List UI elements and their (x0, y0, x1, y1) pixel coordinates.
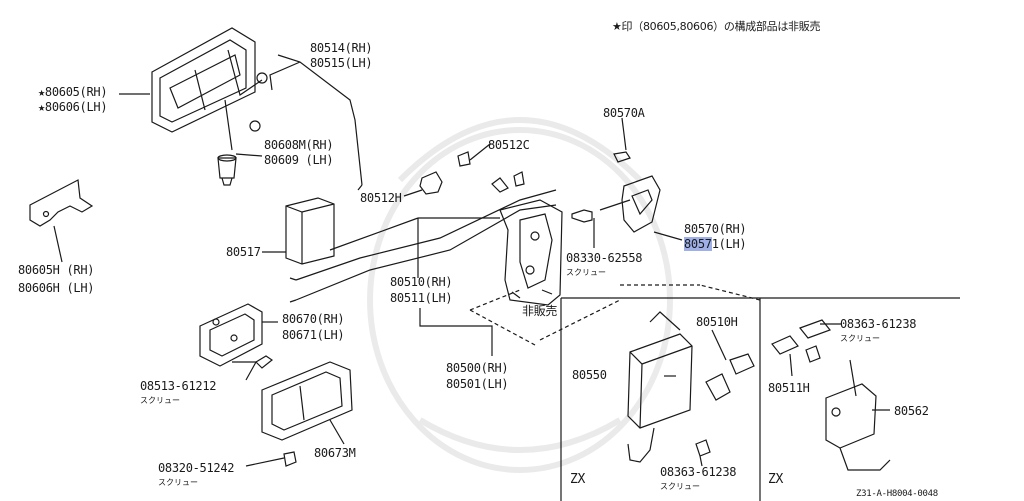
label-80515: 80515(LH) (310, 56, 373, 70)
solenoid-80562 (825, 359, 891, 471)
door-lock (499, 199, 563, 306)
label-80608m: 80608M(RH) (264, 138, 334, 152)
nut (249, 120, 261, 132)
label-80514: 80514(RH) (310, 41, 373, 55)
label-80571: 80571(LH) (684, 237, 747, 251)
screw-08513 (255, 355, 274, 369)
label-zx-right: ZX (768, 472, 784, 487)
label-80500: 80500(RH) (446, 361, 509, 375)
label-hihanbai: 非販売 (522, 304, 558, 318)
actuator-80550 (627, 311, 693, 463)
label-08513: 08513-61212 (140, 379, 217, 393)
label-80570a: 80570A (603, 106, 645, 120)
label-80673m: 80673M (314, 446, 356, 460)
escutcheon-80673m (261, 361, 353, 441)
screw-08363-lower (695, 439, 711, 457)
pad-80517 (285, 197, 335, 265)
clip-80512c (457, 151, 471, 167)
label-08363b: 08363-61238 (660, 465, 737, 479)
note-non-sale: ★印（80605,80606）の構成部品は非販売 (612, 20, 821, 33)
connector-80511h (771, 319, 831, 355)
label-80606: ★80606(LH) (38, 100, 108, 114)
connector-80510h (705, 353, 755, 401)
rod-80510 (295, 189, 557, 281)
screw-80570a (613, 151, 631, 163)
clip-80512h (419, 171, 443, 195)
label-08320-sub: スクリュー (158, 478, 198, 487)
screw-08363-upper (805, 345, 821, 363)
label-08363a-sub: スクリュー (840, 334, 880, 343)
label-80671: 80671(LH) (282, 328, 345, 342)
screw-08320 (283, 451, 297, 467)
label-08330-sub: スクリュー (566, 268, 606, 277)
rod-80514 (277, 54, 363, 186)
striker-80570 (599, 175, 661, 233)
label-80511: 80511(LH) (390, 291, 453, 305)
label-80606h: 80606H (LH) (18, 281, 95, 295)
label-80512c: 80512C (488, 138, 530, 152)
label-08330: 08330-62558 (566, 251, 643, 265)
label-80512h: 80512H (360, 191, 402, 205)
label-80501: 80501(LH) (446, 377, 509, 391)
label-80510: 80510(RH) (390, 275, 453, 289)
label-08363b-sub: スクリュー (660, 482, 700, 491)
outside-handle (151, 27, 268, 151)
label-80562: 80562 (894, 404, 929, 418)
inside-handle-80670 (199, 303, 263, 367)
label-80550: 80550 (572, 368, 607, 382)
label-80517: 80517 (226, 245, 261, 259)
label-zx-left: ZX (570, 472, 586, 487)
label-80571-highlight: 8057 (684, 237, 712, 251)
label-80670: 80670(RH) (282, 312, 345, 326)
screw-08330 (571, 209, 593, 223)
label-80605h: 80605H (RH) (18, 263, 95, 277)
label-08513-sub: スクリュー (140, 396, 180, 405)
label-80510h: 80510H (696, 315, 738, 329)
bracket-80605h (29, 179, 94, 227)
label-80571-suffix: 1(LH) (711, 237, 747, 251)
reference-code: Z31-A-H8004-0048 (856, 489, 938, 499)
label-08320: 08320-51242 (158, 461, 235, 475)
zx-inset-frame (560, 297, 960, 501)
label-80609: 80609 (LH) (264, 153, 334, 167)
label-80605: ★80605(RH) (38, 85, 108, 99)
key-cylinder (217, 154, 237, 186)
label-80511h: 80511H (768, 381, 810, 395)
label-80570: 80570(RH) (684, 222, 747, 236)
label-08363a: 08363-61238 (840, 317, 917, 331)
watermark-logo (367, 117, 673, 473)
